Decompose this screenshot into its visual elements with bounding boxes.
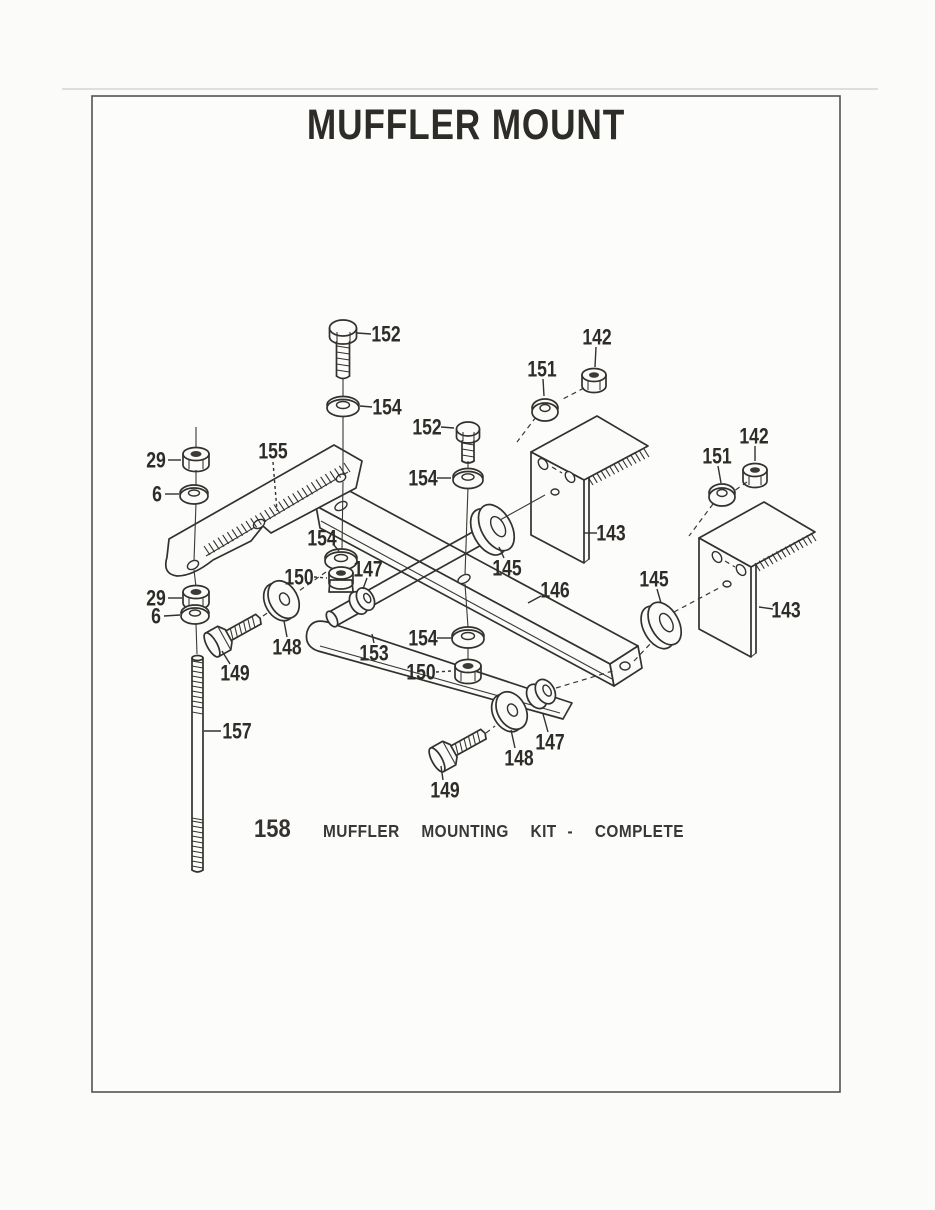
bolt-149-right [428, 728, 487, 773]
page-title: MUFFLER MOUNT [306, 101, 626, 149]
nut-150-right [454, 658, 482, 685]
callout-leader-149 [221, 650, 231, 665]
spacer-147-right [525, 678, 557, 710]
callout-label-143: 143 [771, 599, 800, 623]
callout-label-152: 152 [412, 416, 441, 440]
serration-marks [191, 345, 817, 869]
washer-6-upper [179, 484, 209, 505]
washer-6-lower [180, 604, 210, 625]
callout-label-149: 149 [220, 662, 249, 686]
callout-leader-152 [356, 332, 372, 335]
callout-label-151: 151 [527, 358, 556, 382]
callout-leader-154 [359, 405, 373, 408]
kit-caption: MUFFLER MOUNTING KIT - COMPLETE [323, 821, 684, 841]
callout-label-151: 151 [702, 445, 731, 469]
callout-leader-142 [594, 346, 597, 368]
callout-leader-145 [498, 546, 505, 559]
callout-label-155: 155 [258, 440, 287, 464]
callout-leader-155 [272, 461, 278, 512]
callout-label-6: 6 [152, 483, 162, 507]
spacer-147-left [348, 587, 376, 615]
callout-leader-6 [163, 614, 181, 617]
fender-washer-148-left [262, 579, 301, 622]
callout-leader-152 [440, 426, 455, 429]
callout-label-149: 149 [430, 779, 459, 803]
bolt-152-second [455, 421, 481, 464]
callout-leader-145 [656, 588, 662, 604]
callout-label-145: 145 [492, 557, 521, 581]
channel-146 [315, 487, 643, 687]
nut-29-upper [182, 446, 210, 473]
callout-leader-150 [313, 576, 328, 579]
washer-154-second [452, 467, 484, 490]
washer-154-top [326, 395, 360, 418]
callout-label-148: 148 [272, 636, 301, 660]
callout-label-145: 145 [639, 568, 668, 592]
callout-leader-151 [542, 378, 545, 397]
washer-151-center [531, 398, 559, 422]
nut-142-right [742, 462, 768, 489]
callout-label-150: 150 [284, 566, 313, 590]
callout-leader-150 [435, 670, 452, 673]
callout-label-146: 146 [540, 579, 569, 603]
callout-label-142: 142 [739, 425, 768, 449]
callout-leader-146 [527, 595, 542, 604]
callout-leader-149 [440, 765, 444, 781]
bracket-143-right [698, 501, 816, 658]
fender-washer-148-right [490, 690, 529, 733]
callout-label-6: 6 [151, 605, 161, 629]
callout-leader-148 [283, 620, 288, 638]
callout-label-147: 147 [535, 731, 564, 755]
callout-leader-154 [332, 543, 340, 552]
bolt-149-left [203, 613, 262, 658]
callout-leader-143 [758, 606, 774, 610]
callout-label-154: 154 [307, 527, 336, 551]
rod-157 [191, 654, 204, 873]
callout-label-154: 154 [408, 627, 437, 651]
callout-leader-147 [542, 713, 549, 733]
kit-number: 158 [254, 815, 291, 843]
callout-label-148: 148 [504, 747, 533, 771]
callout-label-152: 152 [371, 323, 400, 347]
axis-lines [193, 378, 748, 734]
washer-151-right [708, 483, 736, 507]
callout-leader-151 [717, 465, 722, 484]
callout-leader-148 [510, 729, 516, 749]
bracket-143-center [530, 415, 649, 564]
callout-leader-147 [362, 577, 368, 590]
callout-label-29: 29 [146, 587, 166, 611]
callout-label-154: 154 [408, 467, 437, 491]
callout-label-147: 147 [353, 558, 382, 582]
bushing-145-right [640, 601, 683, 650]
washer-154-mid-right [451, 626, 485, 649]
bushing-145-center [469, 503, 516, 556]
callout-label-157: 157 [222, 720, 251, 744]
callout-label-142: 142 [582, 326, 611, 350]
callout-leader-153 [371, 633, 375, 644]
callout-label-29: 29 [146, 449, 166, 473]
nut-150-left [328, 566, 354, 593]
callout-label-143: 143 [596, 522, 625, 546]
nut-142-center [581, 367, 607, 394]
callout-label-153: 153 [359, 642, 388, 666]
callout-label-150: 150 [406, 661, 435, 685]
callout-label-154: 154 [372, 396, 401, 420]
